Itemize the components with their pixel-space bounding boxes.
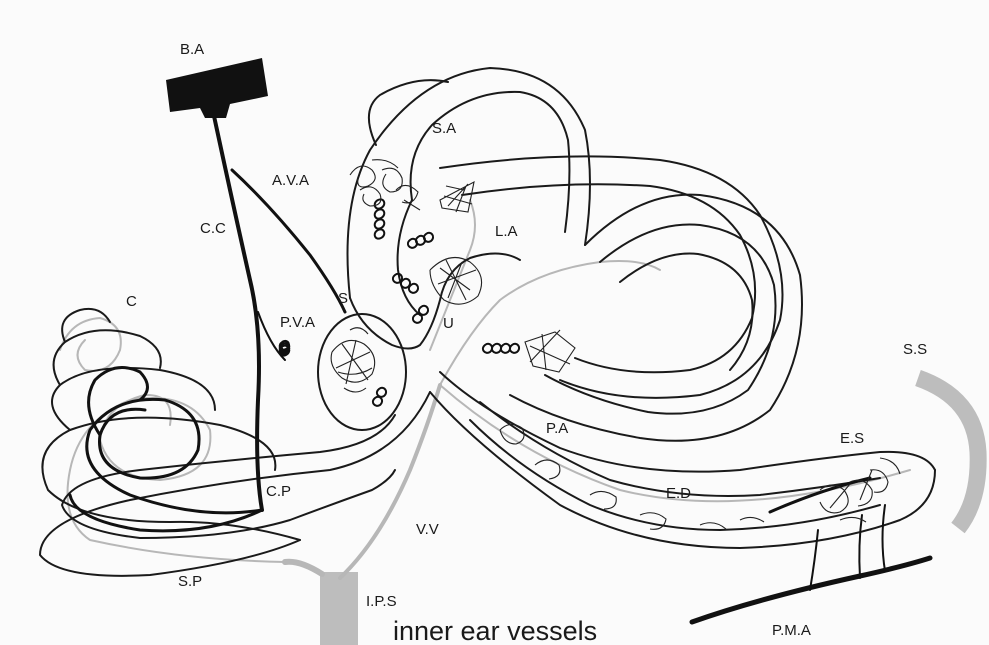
endolymphatic-duct-lower bbox=[430, 392, 935, 548]
sigmoid-sinus bbox=[918, 378, 978, 528]
utricle-outline bbox=[350, 253, 520, 348]
label-es: E.S bbox=[840, 430, 864, 447]
capillary-networks bbox=[331, 160, 900, 530]
pma-branch-2 bbox=[859, 515, 862, 578]
label-u: U bbox=[443, 315, 454, 332]
endolymphatic-duct-inner2 bbox=[480, 402, 880, 496]
pa-coil bbox=[483, 344, 519, 353]
label-pma: P.M.A bbox=[772, 622, 811, 639]
posterior-canal-mid bbox=[620, 254, 753, 370]
label-c: C bbox=[126, 293, 137, 310]
label-ba: B.A bbox=[180, 41, 204, 58]
lateral-canal-outer bbox=[440, 156, 783, 397]
u-coil-2 bbox=[408, 233, 433, 248]
label-cc: C.C bbox=[200, 220, 226, 237]
inferior-petrosal-sinus bbox=[320, 572, 358, 645]
u-coil-1 bbox=[393, 274, 418, 293]
posterior-canal-outer bbox=[510, 195, 802, 441]
pma-branch-1 bbox=[810, 530, 818, 590]
pa-network bbox=[525, 330, 575, 372]
spiral-vein-loop bbox=[60, 318, 121, 371]
label-ips: I.P.S bbox=[366, 593, 397, 610]
basilar-artery bbox=[166, 58, 268, 118]
utricle-inner bbox=[398, 200, 420, 315]
endolymphatic-duct-inner bbox=[470, 420, 880, 530]
u-network bbox=[430, 258, 482, 305]
diagram-caption: inner ear vessels bbox=[393, 616, 597, 645]
label-vv: V.V bbox=[416, 521, 439, 538]
label-ss: S.S bbox=[903, 341, 927, 358]
label-sp: S.P bbox=[178, 573, 202, 590]
vestibular-vein bbox=[340, 385, 440, 578]
ips-branch-left bbox=[285, 562, 322, 574]
label-cp: C.P bbox=[266, 483, 291, 500]
label-ava: A.V.A bbox=[272, 172, 309, 189]
saccule-network bbox=[331, 328, 375, 392]
label-pva: P.V.A bbox=[280, 314, 315, 331]
label-la: L.A bbox=[495, 223, 518, 240]
cochlear-duct-inner bbox=[62, 415, 395, 538]
superior-canal-outer bbox=[348, 68, 591, 298]
posterior-canal-inner bbox=[545, 224, 776, 413]
artery-system bbox=[70, 58, 930, 622]
spiral-artery bbox=[87, 399, 262, 512]
pma-branch-3 bbox=[883, 505, 886, 571]
coiled-arterioles bbox=[280, 199, 519, 405]
u-coil-3 bbox=[413, 306, 428, 323]
label-pa: P.A bbox=[546, 420, 568, 437]
label-s: S bbox=[338, 290, 348, 307]
label-ed: E.D bbox=[666, 485, 691, 502]
label-sa: S.A bbox=[432, 120, 456, 137]
labels: B.A S.A A.V.A C.C L.A C P.V.A S U S.S P.… bbox=[126, 41, 927, 639]
cochlea-apex bbox=[62, 309, 110, 342]
saccule-coil bbox=[373, 388, 386, 406]
vein-semicircular bbox=[440, 261, 660, 385]
endolymphatic-duct-upper bbox=[440, 372, 935, 472]
pva-coil bbox=[280, 341, 290, 356]
endolymphatic-artery bbox=[770, 478, 870, 512]
anterior-vestibular-artery bbox=[232, 170, 345, 312]
la-network bbox=[440, 182, 474, 212]
